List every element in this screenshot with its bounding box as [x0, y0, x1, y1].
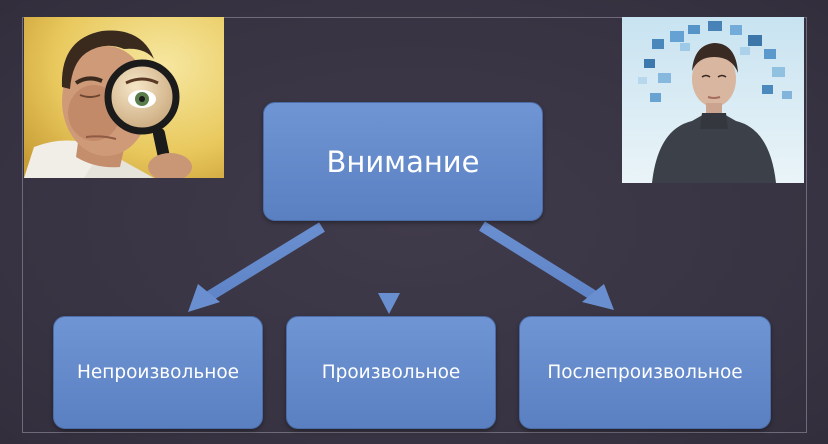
woman-with-floating-screens-photo	[622, 17, 804, 183]
arrow-to-right	[479, 221, 614, 310]
child-node-post-voluntary: Послепроизвольное	[519, 316, 771, 429]
child-node-involuntary: Непроизвольное	[53, 316, 263, 429]
child-node-label: Послепроизвольное	[547, 362, 743, 383]
child-node-label: Непроизвольное	[76, 362, 240, 383]
root-node: Внимание	[263, 102, 543, 221]
child-node-label: Произвольное	[321, 362, 461, 383]
slide-frame	[22, 17, 807, 433]
root-node-label: Внимание	[326, 144, 480, 179]
man-with-magnifying-glass-photo	[24, 17, 224, 178]
arrow-to-center	[378, 224, 400, 314]
arrow-to-left	[188, 222, 325, 312]
child-node-voluntary: Произвольное	[286, 316, 496, 429]
